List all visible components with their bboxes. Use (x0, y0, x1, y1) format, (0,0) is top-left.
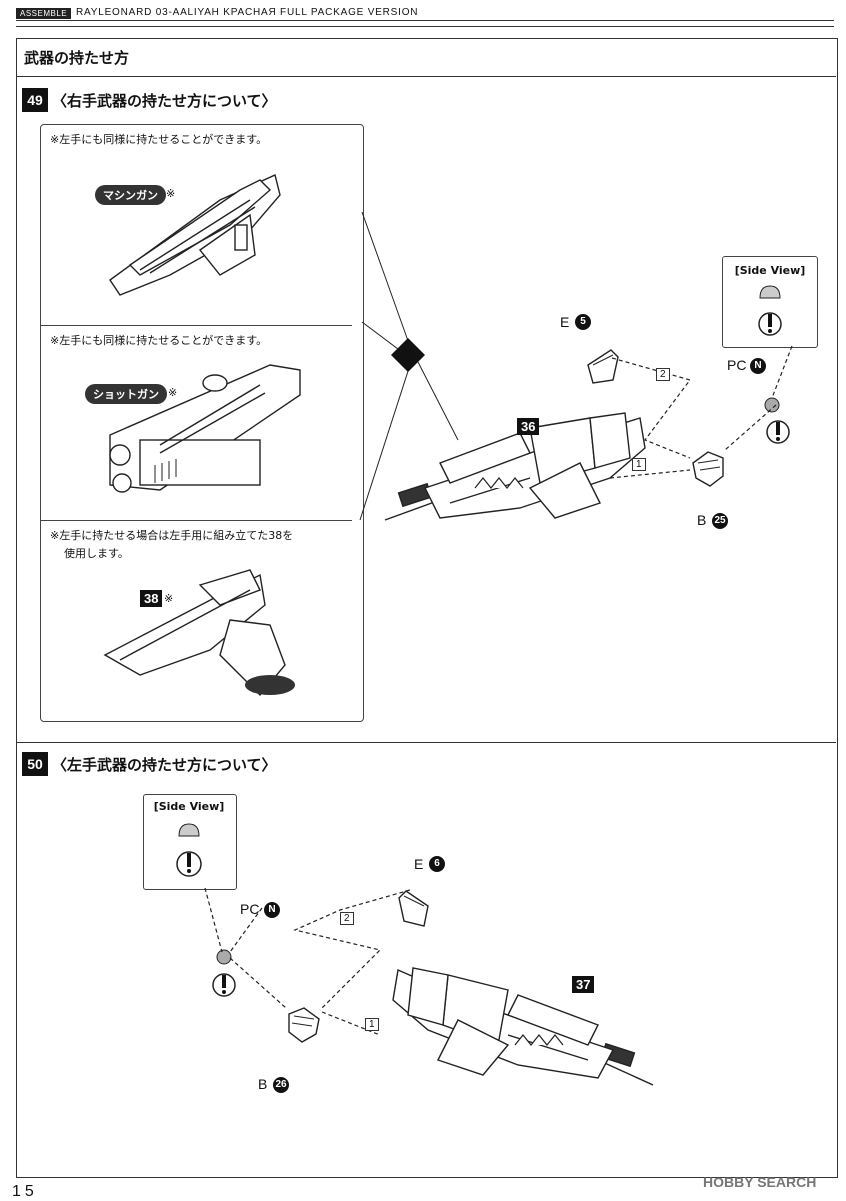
assembly-arrows-50 (204, 887, 411, 1036)
panel-divider (40, 520, 352, 521)
machinegun-label: マシンガン (95, 185, 166, 205)
shotgun-illustration (109, 364, 301, 493)
step-2-badge: 2 (656, 368, 670, 381)
rifle-36-illustration (384, 412, 646, 521)
machinegun-illustration (109, 174, 281, 296)
note-left-hand-line1: ※左手に持たせる場合は左手用に組み立てた38を (50, 529, 294, 542)
page-frame (16, 38, 838, 1178)
ball-joint-icon (764, 397, 790, 444)
page-number: 15 (12, 1183, 38, 1200)
header-rule (16, 20, 834, 27)
e-label: E (414, 856, 424, 872)
e-number-badge: 5 (575, 314, 591, 330)
side-view-icons (758, 285, 782, 336)
grip-part-e5 (587, 349, 619, 384)
shotgun-label: ショットガン (85, 384, 167, 404)
step-1-badge: 1 (365, 1018, 379, 1031)
asterisk-mark: ※ (168, 386, 178, 399)
b-label: B (258, 1076, 268, 1092)
side-view-icons (176, 823, 202, 877)
zoom-pointer-icon (391, 338, 425, 372)
b-number-badge: 25 (712, 513, 728, 529)
rifle-37-illustration (392, 967, 654, 1086)
part-38-label: 38 (140, 590, 163, 607)
step-1-badge: 1 (632, 458, 646, 471)
ball-joint-icon (212, 949, 236, 997)
manual-title: RAYLEONARD 03-AALIYAH KPACHAЯ FULL PACKA… (76, 7, 419, 18)
section-separator (16, 742, 836, 743)
asterisk-mark: ※ (164, 592, 174, 605)
step-49-title: 〈右手武器の持たせ方について〉 (52, 92, 277, 110)
pc-number-badge: N (750, 358, 766, 374)
e-number-badge: 6 (429, 856, 445, 872)
section-header (16, 38, 836, 77)
pc-number-badge: N (264, 902, 280, 918)
side-view-title: [Side View] (734, 264, 806, 277)
note-left-hand-line2: 使用します。 (64, 547, 129, 560)
b-label: B (697, 512, 707, 528)
panel-divider (40, 325, 352, 326)
assemble-tag: ASSEMBLE (16, 8, 72, 19)
zoom-connector-lines (359, 211, 459, 521)
pc-label: PC (727, 357, 747, 373)
part-38-illustration (103, 569, 295, 697)
grip-part-e6 (398, 890, 429, 927)
hand-part-b26 (288, 1007, 320, 1043)
assembly-arrows-49 (609, 345, 793, 479)
watermark-logo: HOBBY SEARCH (703, 1174, 817, 1190)
step-2-badge: 2 (340, 912, 354, 925)
part-37-label: 37 (572, 976, 595, 993)
pc-label: PC (240, 901, 260, 917)
note-machinegun: ※左手にも同様に持たせることができます。 (50, 133, 268, 146)
part-36-label: 36 (517, 418, 540, 435)
step-50-number: 50 (22, 752, 48, 776)
note-shotgun: ※左手にも同様に持たせることができます。 (50, 334, 268, 347)
step-50-title: 〈左手武器の持たせ方について〉 (52, 756, 277, 774)
step-49-number: 49 (22, 88, 48, 112)
side-view-title: [Side View] (153, 800, 225, 813)
section-title: 武器の持たせ方 (24, 49, 130, 67)
hand-part-b25 (692, 451, 724, 487)
e-label: E (560, 314, 570, 330)
b-number-badge: 26 (273, 1077, 289, 1093)
asterisk-mark: ※ (166, 187, 176, 200)
weapon-options-panel (40, 124, 364, 722)
